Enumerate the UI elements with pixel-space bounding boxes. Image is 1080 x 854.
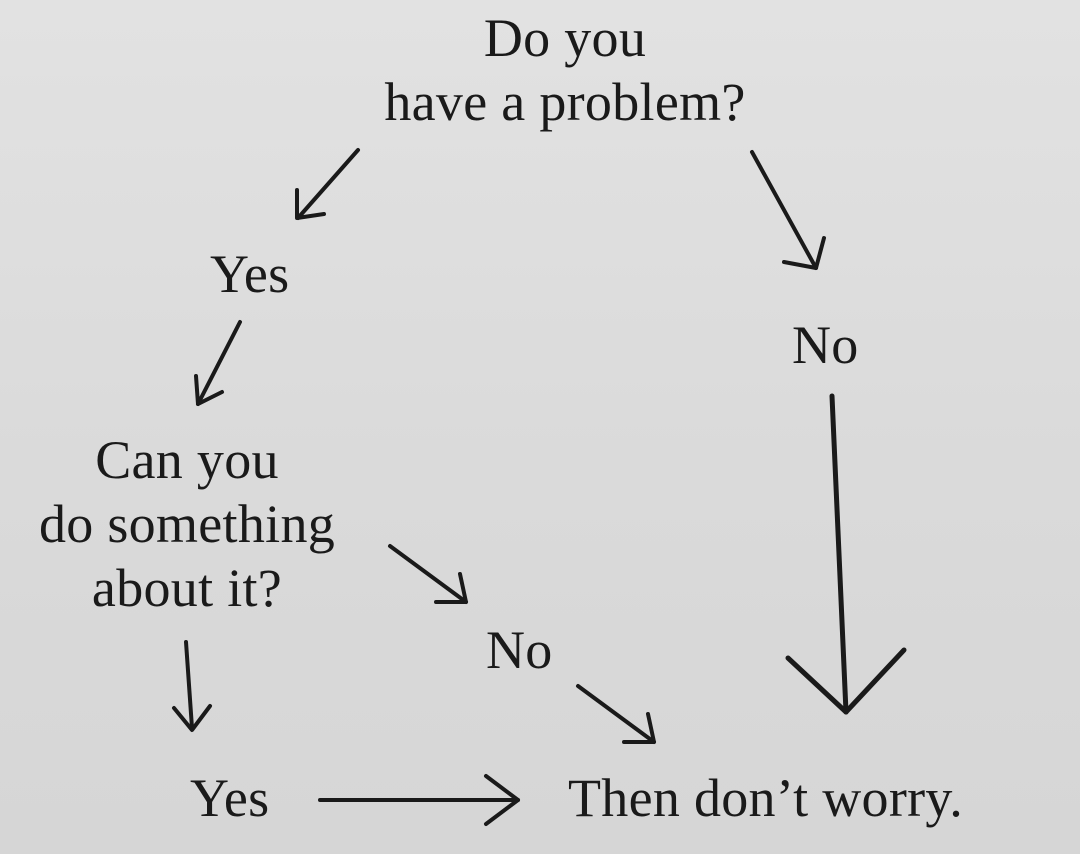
arrow-no-to-dont-worry (785, 393, 907, 715)
node-do-you-have-a-problem: Do you have a problem? (300, 6, 830, 134)
node-yes-fix: Yes (190, 768, 270, 828)
node-then-dont-worry: Then don’t worry. (568, 768, 964, 828)
arrow-problem-to-yes (295, 148, 360, 220)
node-no-fix: No (486, 620, 553, 680)
node-text-line: Can you (95, 430, 279, 490)
arrow-fix-question-to-yes (172, 640, 212, 732)
node-text-line: do something (38, 494, 336, 554)
node-no-problem: No (792, 315, 859, 375)
node-text-line: about it? (91, 558, 283, 618)
arrow-no-fix-to-dont-worry (576, 684, 656, 744)
arrow-yes-fix-to-dont-worry (318, 774, 520, 826)
node-can-you-do-something: Can you do something about it? (2, 428, 372, 620)
node-text-line: have a problem? (384, 72, 746, 132)
arrow-fix-question-to-no (388, 544, 468, 604)
arrow-yes-to-fix-question (194, 320, 242, 406)
node-yes-problem: Yes (210, 244, 290, 304)
node-text-line: Do you (483, 8, 647, 68)
arrow-problem-to-no (750, 150, 826, 270)
